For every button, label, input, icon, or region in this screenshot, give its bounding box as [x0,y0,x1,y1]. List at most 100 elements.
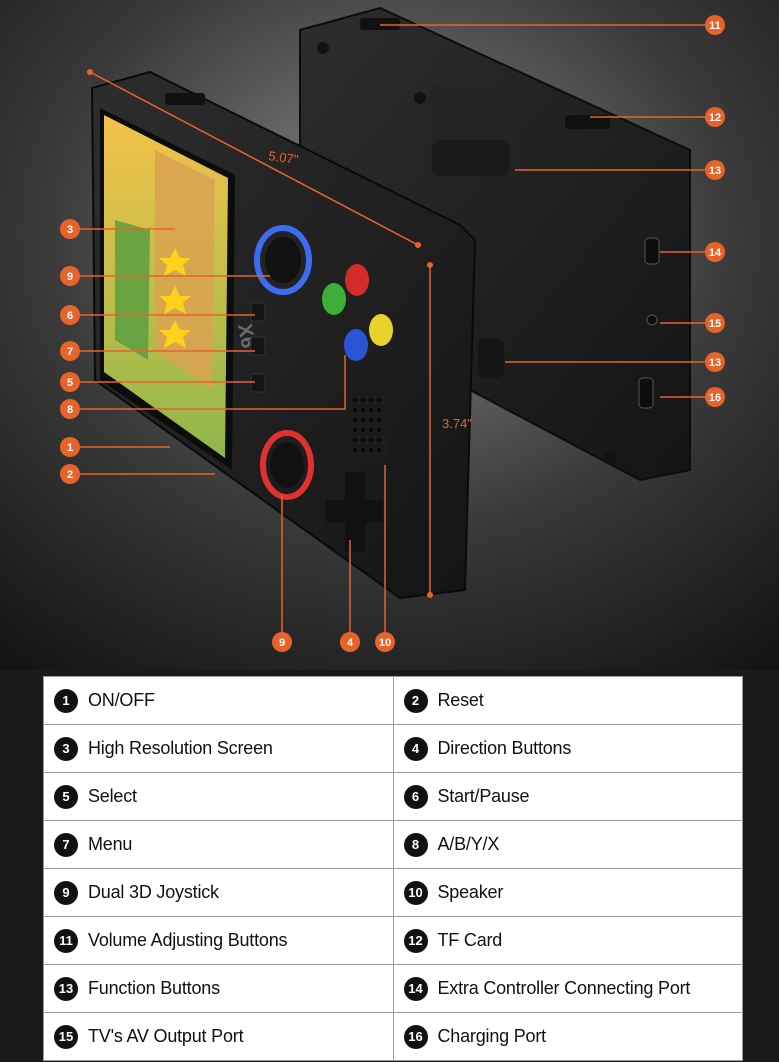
callout-13a [705,160,725,180]
joystick-ring-red [260,430,314,500]
legend-number-badge: 5 [54,784,78,809]
legend-label: Reset [437,690,484,710]
legend-number-badge: 8 [403,832,428,857]
callout-1 [60,437,80,457]
callout-15-num: 15 [709,318,721,330]
callout-4 [340,632,360,652]
legend-number-badge: 6 [403,784,428,809]
callout-13b [705,352,725,372]
callout-5 [60,372,80,392]
top-power-switch [165,93,205,105]
callout-9b-num: 9 [279,637,285,649]
legend-label: Charging Port [437,1026,547,1046]
right-joystick [270,442,304,488]
legend-number-badge: 15 [54,1024,78,1049]
callout-9a [60,266,80,286]
legend-number-badge: 10 [403,880,428,905]
legend-label: Volume Adjusting Buttons [88,930,288,950]
callout-15 [705,313,725,333]
callout-1-num: 1 [67,442,73,454]
callout-10-num: 10 [379,637,391,649]
callout-7 [60,341,80,361]
legend-label: Select [88,786,137,806]
extra-controller-port [644,237,660,265]
callout-7-num: 7 [67,346,73,358]
legend-item: 1 ON/OFF [43,676,394,725]
start-button [250,302,266,322]
legend-label: Start/Pause [437,786,530,806]
legend-item: 10 Speaker [392,868,743,917]
legend-number-badge: 9 [54,880,78,905]
callout-16 [705,387,725,407]
legend-label: Speaker [437,882,504,902]
function-button-side [478,338,504,378]
device-front: X6 [90,70,477,600]
left-joystick [265,237,301,283]
callout-9b [272,632,292,652]
callout-4-num: 4 [347,637,354,649]
device-illustration: X6 5.07" 3.74" [0,0,779,670]
legend-number-badge: 16 [403,1024,428,1049]
legend-number-badge: 7 [54,832,78,857]
callout-14-num: 14 [709,247,722,259]
button-b [344,329,368,361]
legend-number-badge: 1 [54,688,78,713]
legend-number-badge: 12 [403,928,428,953]
volume-buttons [360,18,400,30]
callout-8-num: 8 [67,404,73,416]
legend-item: 5 Select [43,772,394,821]
callout-11-num: 11 [709,20,721,32]
height-dimension-label: 3.74" [442,416,472,431]
button-x [345,264,369,296]
joystick-ring-blue [254,225,312,295]
legend-item: 16 Charging Port [392,1012,743,1061]
button-y [322,283,346,315]
legend-label: ON/OFF [88,690,155,710]
callout-14 [705,242,725,262]
callout-5-num: 5 [67,377,73,389]
legend-label: Dual 3D Joystick [88,882,219,902]
legend-label: TV's AV Output Port [88,1026,244,1046]
av-output-port [646,314,658,326]
callout-3 [60,219,80,239]
legend-row: 15 TV's AV Output Port 16 Charging Port [43,1012,743,1061]
callout-12-num: 12 [709,112,721,124]
legend-label: Direction Buttons [437,738,572,758]
menu-button [250,336,266,356]
legend-number-badge: 13 [54,976,78,1001]
legend-label: Extra Controller Connecting Port [437,978,691,998]
tf-card-slot [565,115,610,129]
legend-item: 15 TV's AV Output Port [43,1012,394,1061]
legend-row: 5 Select 6 Start/Pause [43,772,743,821]
callout-10 [375,632,395,652]
callout-13a-num: 13 [709,165,721,177]
select-button [250,373,266,393]
legend-number-badge: 3 [54,736,78,761]
callout-6-num: 6 [67,310,73,322]
callout-11 [705,15,725,35]
legend-item: 6 Start/Pause [392,772,743,821]
speaker-grille [348,390,388,460]
button-a [369,314,393,346]
function-button-top [432,140,510,176]
d-pad [325,472,383,552]
callout-16-num: 16 [709,392,721,404]
legend-label: A/B/Y/X [437,834,500,854]
width-dimension-line [89,71,419,246]
callout-6 [60,305,80,325]
callout-lines [70,24,725,642]
callout-8 [60,399,80,419]
callout-12 [705,107,725,127]
callout-2-num: 2 [67,469,73,481]
